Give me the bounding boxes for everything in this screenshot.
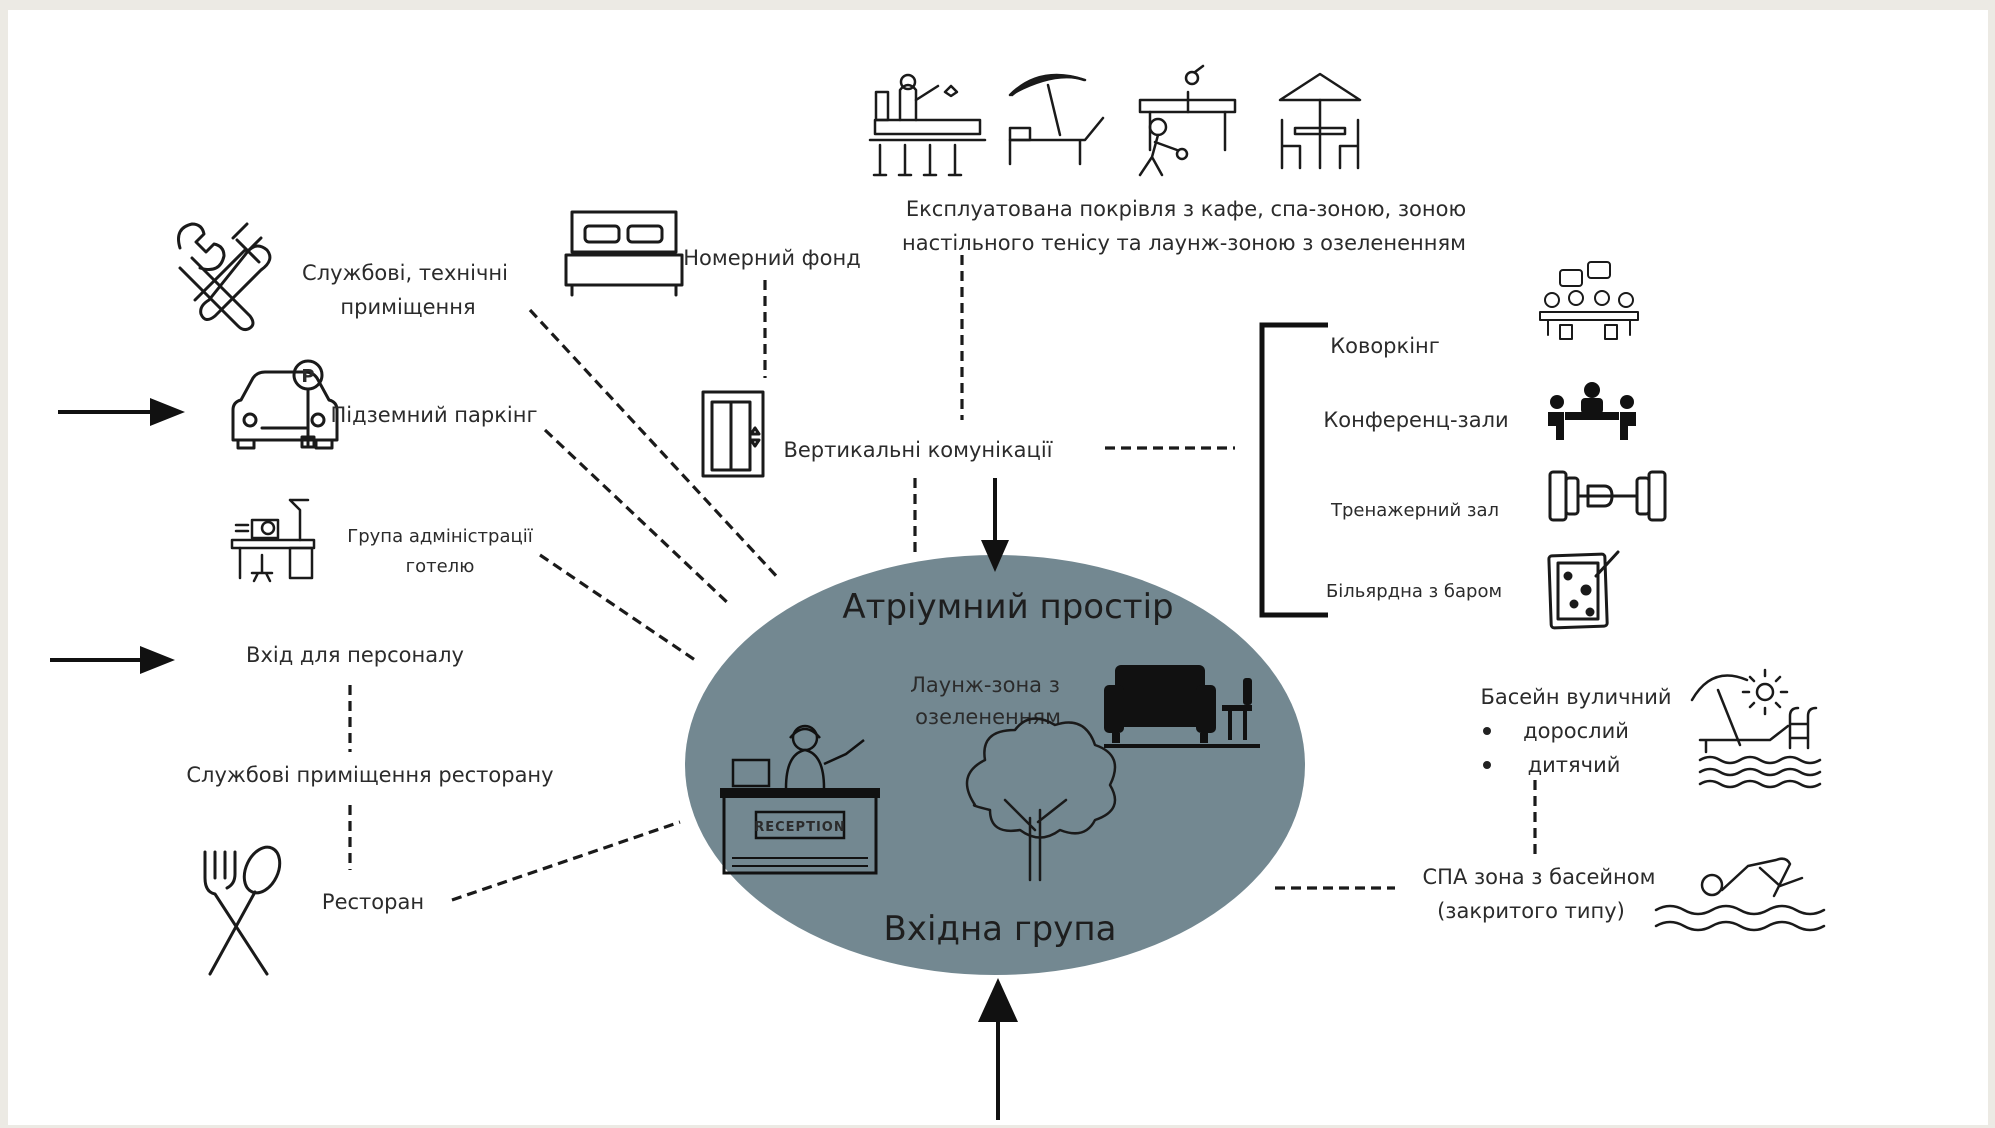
pool-child-label: дитячий bbox=[1528, 753, 1621, 777]
pool-bullet-child bbox=[1483, 761, 1491, 769]
entrance-group-title: Вхідна група bbox=[884, 909, 1117, 949]
billiard-table-icon bbox=[1547, 550, 1620, 630]
atrium-title: Атріумний простір bbox=[842, 587, 1173, 627]
main-entry-arrow bbox=[978, 978, 1018, 1120]
billiard-label: Більярдна з баром bbox=[1326, 581, 1502, 602]
office-desk-icon bbox=[230, 498, 316, 583]
staff-entrance-label: Вхід для персоналу bbox=[246, 643, 464, 667]
admin-label-line1: Група адміністрації bbox=[347, 526, 533, 547]
parking-entry-arrow bbox=[58, 398, 185, 426]
pool-bullet-adult bbox=[1483, 727, 1491, 735]
conference-icon bbox=[1548, 382, 1636, 440]
wrench-hammer-icon bbox=[177, 222, 272, 332]
pool-title-label: Басейн вуличний bbox=[1480, 685, 1671, 709]
swimmer-icon bbox=[1654, 857, 1826, 932]
service-rooms-label-line1: Службові, технічні bbox=[302, 261, 508, 285]
tree-icon bbox=[965, 717, 1117, 882]
service-rooms-label-line2: приміщення bbox=[340, 295, 475, 319]
vertical-communications-label: Вертикальні комунікації bbox=[783, 438, 1052, 462]
car-parking-icon bbox=[231, 359, 339, 450]
lounge-label-line1: Лаунж-зона з bbox=[910, 673, 1060, 697]
elevator-icon bbox=[701, 390, 765, 478]
rooms-label: Номерний фонд bbox=[683, 246, 861, 270]
spa-label-line1: СПА зона з басейном bbox=[1423, 865, 1656, 889]
lounge-label-line2: озелененням bbox=[915, 705, 1061, 729]
sunbed-umbrella-icon bbox=[1008, 73, 1105, 166]
table-tennis-icon bbox=[1138, 64, 1237, 177]
restaurant-label: Ресторан bbox=[322, 890, 424, 914]
cafe-table-icon bbox=[1278, 72, 1362, 170]
parking-label: Підземний паркінг bbox=[331, 403, 538, 427]
coworking-label: Коворкінг bbox=[1330, 334, 1440, 358]
vertical-to-atrium-arrow bbox=[981, 478, 1009, 572]
gym-label: Тренажерний зал bbox=[1330, 500, 1499, 521]
bar-counter-icon bbox=[868, 73, 987, 177]
dumbbell-icon bbox=[1548, 470, 1667, 522]
spa-label-line2: (закритого типу) bbox=[1437, 899, 1625, 923]
lounge-sofa-icon bbox=[1104, 665, 1260, 748]
fork-spoon-icon bbox=[203, 845, 282, 976]
coworking-icon bbox=[1539, 261, 1639, 340]
conference-label: Конференц-зали bbox=[1323, 408, 1508, 432]
reception-sign: RECEPTION bbox=[754, 820, 845, 835]
restaurant-service-label: Службові приміщення ресторану bbox=[186, 763, 553, 787]
parking-sign-letter: P bbox=[301, 366, 314, 387]
admin-label-line2: готелю bbox=[406, 556, 475, 577]
roof-label-line2: настільного тенісу та лаунж-зоною з озел… bbox=[902, 231, 1466, 255]
roof-label-line1: Експлуатована покрівля з кафе, спа-зоною… bbox=[906, 197, 1466, 221]
reception-desk-icon bbox=[720, 724, 880, 875]
bed-icon bbox=[564, 210, 684, 297]
connector-lines bbox=[348, 255, 1537, 902]
pool-icon bbox=[1690, 668, 1822, 789]
pool-adult-label: дорослий bbox=[1523, 719, 1629, 743]
atrium-ellipse bbox=[685, 555, 1305, 975]
amenities-bracket bbox=[1259, 322, 1328, 618]
staff-entry-arrow bbox=[50, 646, 175, 674]
